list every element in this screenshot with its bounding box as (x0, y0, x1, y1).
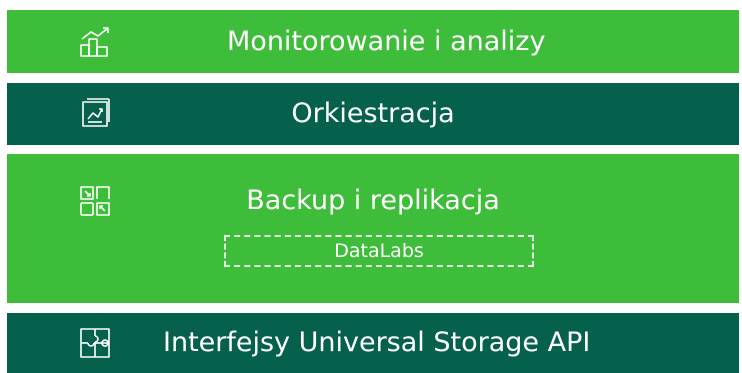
band-storage-api-label: Interfejsy Universal Storage API (163, 327, 591, 358)
monitoring-chart-icon (78, 25, 112, 59)
backup-replication-icon (78, 184, 112, 218)
datalabs-box: DataLabs (224, 235, 534, 267)
band-monitoring-label: Monitorowanie i analizy (227, 26, 546, 57)
band-monitoring: Monitorowanie i analizy (7, 10, 739, 73)
band-backup-label: Backup i replikacja (246, 185, 500, 216)
band-orchestration-label: Orkiestracja (291, 98, 455, 129)
band-orchestration: Orkiestracja (7, 83, 739, 145)
band-backup: Backup i replikacja DataLabs (7, 154, 739, 303)
orchestration-icon (78, 97, 112, 131)
band-storage-api: Interfejsy Universal Storage API (7, 313, 739, 373)
datalabs-label: DataLabs (334, 240, 424, 262)
storage-api-puzzle-icon (78, 326, 112, 360)
